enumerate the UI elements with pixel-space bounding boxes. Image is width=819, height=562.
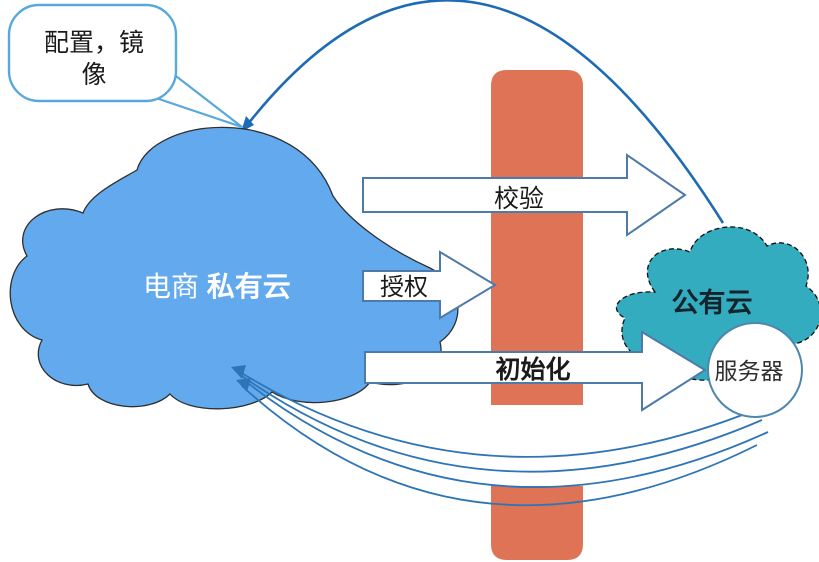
private-cloud-label-regular: 电商 [143, 271, 199, 302]
initialize-arrow-label: 初始化 [495, 356, 570, 384]
private-cloud-label-bold: 私有云 [207, 271, 291, 302]
block-arrows [362, 153, 707, 412]
callout-box [7, 3, 178, 103]
server-label: 服务器 [715, 358, 784, 384]
initialize-arrow [364, 330, 707, 412]
return-curves [239, 371, 769, 507]
public-cloud-label: 公有云 [672, 288, 753, 318]
verify-arrow [362, 153, 687, 237]
authorize-arrow [362, 250, 497, 320]
return-curves-arrowhead-2-icon [236, 378, 251, 392]
verify-arrow-label: 校验 [494, 185, 544, 213]
return-curve-2 [241, 375, 763, 473]
return-curve-1 [239, 371, 756, 458]
callout-text-line1: 配置，镜 [44, 29, 144, 57]
config-mirror-arc-arrowhead-icon [241, 116, 254, 132]
callout-text-line2: 像 [81, 61, 106, 89]
config-mirror-arc [242, 0, 725, 224]
barrier-bar-top-segment [491, 70, 583, 405]
return-curve-3 [243, 379, 769, 488]
barrier-bar-bottom-segment [491, 486, 583, 560]
authorize-arrow-label: 授权 [380, 274, 428, 301]
server-circle [707, 322, 803, 418]
private-cloud-label: 电商 私有云 [143, 271, 291, 302]
return-curves-arrowhead-1-icon [231, 365, 246, 379]
return-curve-4 [241, 385, 758, 507]
callout-bubble: 配置，镜 像 [7, 3, 243, 129]
